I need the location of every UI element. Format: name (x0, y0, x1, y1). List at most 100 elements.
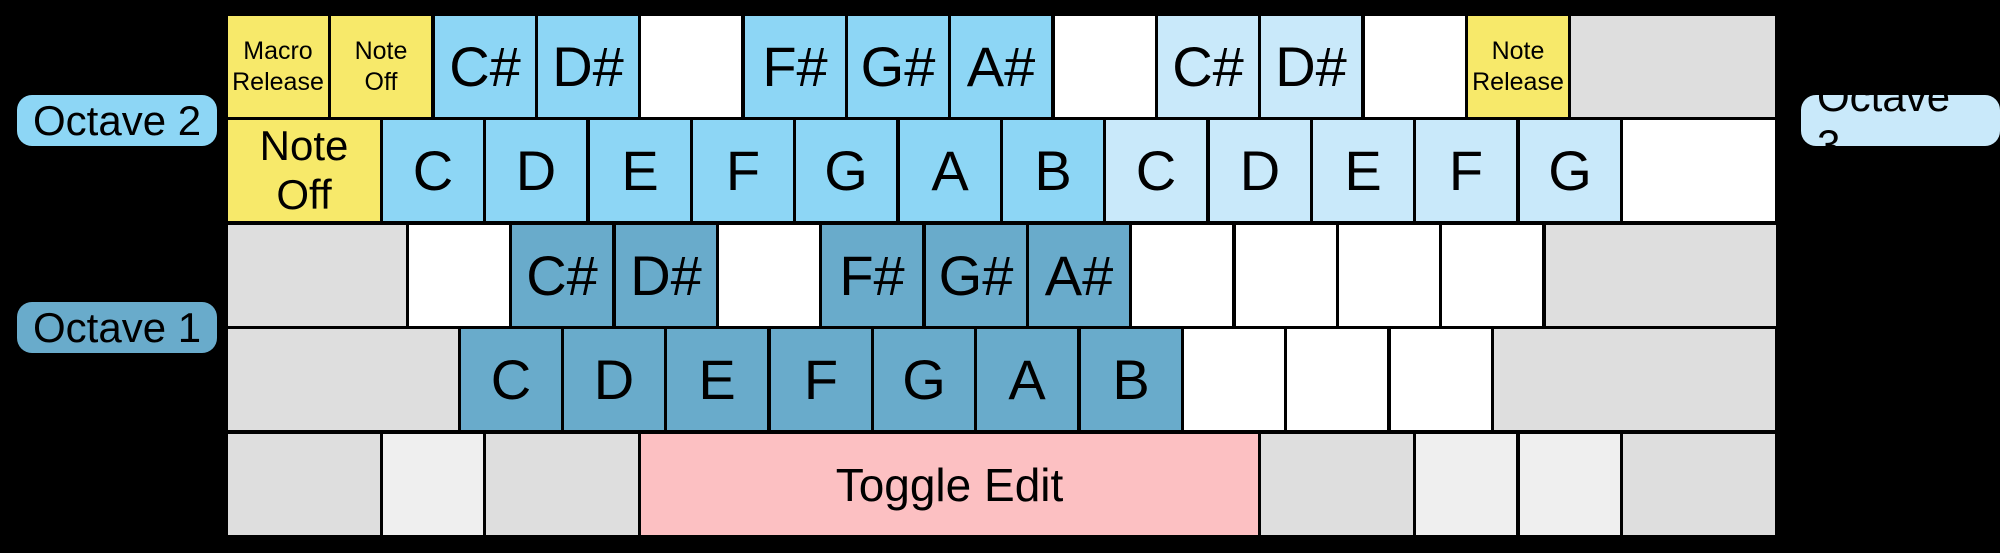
key-label: G (1548, 138, 1592, 202)
key-label: F# (762, 34, 828, 98)
key-g-sharp-octave2: G# (845, 13, 951, 120)
key-e-octave1: E (664, 326, 770, 433)
key-c-sharp-octave1: C# (509, 222, 615, 329)
key-a-octave2: A (897, 117, 1003, 224)
key-c-octave1: C (458, 326, 564, 433)
key-label: D# (552, 34, 624, 98)
key-label: C (1135, 138, 1177, 202)
key-note-release: Note Release (1465, 13, 1571, 120)
key-f-octave2: F (690, 117, 796, 224)
key-note-off: Note Off (225, 117, 383, 224)
key-d-sharp-octave3: D# (1258, 13, 1364, 120)
key-label: A# (966, 34, 1036, 98)
key-g-octave1: G (871, 326, 977, 433)
key-blank (1181, 326, 1287, 433)
key-label: D (1239, 138, 1281, 202)
key-label: A# (1044, 243, 1114, 307)
key-g-octave2: G (793, 117, 899, 224)
key-modifier (1620, 431, 1778, 538)
key-d-octave3: D (1207, 117, 1313, 224)
key-note-off: Note Off (328, 13, 434, 120)
key-a-sharp-octave1: A# (1026, 222, 1132, 329)
key-d-octave1: D (561, 326, 667, 433)
key-blank (716, 222, 822, 329)
key-blank (1362, 13, 1468, 120)
key-label: C (412, 138, 454, 202)
key-label: E (1344, 138, 1382, 202)
key-modifier (1413, 431, 1519, 538)
key-label: Macro Release (232, 37, 324, 96)
octave-1-label: Octave 1 (17, 302, 218, 353)
key-label: F (1448, 138, 1484, 202)
key-label: F (803, 347, 839, 411)
key-modifier (1517, 431, 1623, 538)
key-f-octave1: F (768, 326, 874, 433)
key-blank (1052, 13, 1158, 120)
key-d-sharp-octave1: D# (613, 222, 719, 329)
key-d-sharp-octave2: D# (535, 13, 641, 120)
key-macro-release: Macro Release (225, 13, 331, 120)
key-blank (638, 13, 744, 120)
key-label: F# (839, 243, 905, 307)
key-c-sharp-octave3: C# (1155, 13, 1261, 120)
key-blank (1129, 222, 1235, 329)
key-b-octave1: B (1078, 326, 1184, 433)
key-blank (1284, 326, 1390, 433)
key-label: A (931, 138, 969, 202)
key-modifier (225, 222, 409, 329)
key-modifier (225, 326, 461, 433)
key-a-octave1: A (974, 326, 1080, 433)
key-blank (1388, 326, 1494, 433)
key-label: D# (630, 243, 702, 307)
key-label: D# (1275, 34, 1347, 98)
key-d-octave2: D (483, 117, 589, 224)
key-label: Toggle Edit (835, 458, 1064, 511)
key-toggle-edit: Toggle Edit (638, 431, 1261, 538)
key-label: E (698, 347, 736, 411)
key-label: D (515, 138, 557, 202)
octave-3-label: Octave 3 (1801, 73, 2000, 168)
key-label: Note Off (354, 37, 408, 96)
key-modifier (1491, 326, 1778, 433)
key-c-sharp-octave2: C# (432, 13, 538, 120)
key-modifier (1543, 222, 1779, 329)
key-label: C# (1172, 34, 1244, 98)
key-g-octave3: G (1517, 117, 1623, 224)
key-blank (1620, 117, 1778, 224)
key-label: D (593, 347, 635, 411)
key-label: A (1008, 347, 1046, 411)
key-blank (1233, 222, 1339, 329)
key-c-octave2: C (380, 117, 486, 224)
key-label: C# (526, 243, 598, 307)
key-label: F (725, 138, 761, 202)
key-modifier (225, 431, 383, 538)
key-f-sharp-octave2: F# (742, 13, 848, 120)
key-e-octave3: E (1310, 117, 1416, 224)
octave-2-label: Octave 2 (17, 95, 218, 146)
key-label: B (1112, 347, 1150, 411)
key-modifier (1568, 13, 1778, 120)
key-modifier (1258, 431, 1416, 538)
key-f-sharp-octave1: F# (819, 222, 925, 329)
key-f-octave3: F (1413, 117, 1519, 224)
key-label: C (490, 347, 532, 411)
key-modifier (380, 431, 486, 538)
key-blank (1336, 222, 1442, 329)
key-e-octave2: E (587, 117, 693, 224)
key-blank (406, 222, 512, 329)
key-label: Note Off (259, 122, 349, 218)
key-c-octave3: C (1103, 117, 1209, 224)
key-label: G (902, 347, 946, 411)
key-label: B (1034, 138, 1072, 202)
key-g-sharp-octave1: G# (923, 222, 1029, 329)
key-modifier (483, 431, 641, 538)
key-b-octave2: B (1000, 117, 1106, 224)
key-label: G# (938, 243, 1014, 307)
key-label: G# (860, 34, 936, 98)
key-blank (1439, 222, 1545, 329)
key-label: G (824, 138, 868, 202)
key-label: C# (449, 34, 521, 98)
key-a-sharp-octave2: A# (948, 13, 1054, 120)
key-label: E (621, 138, 659, 202)
